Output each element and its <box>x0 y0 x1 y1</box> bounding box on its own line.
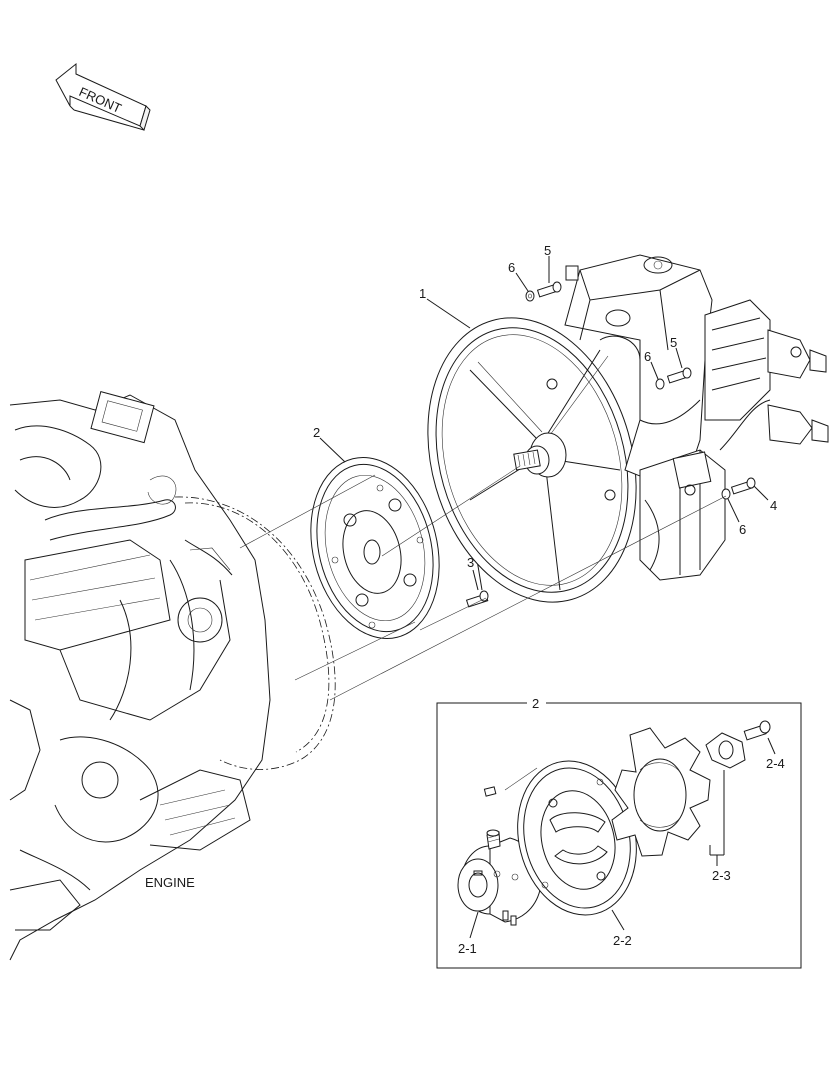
engine-label: ENGINE <box>145 875 195 890</box>
callout-1: 1 <box>419 286 426 301</box>
spider-part-2-3 <box>611 727 746 866</box>
plate-part-2-2 <box>504 760 637 916</box>
flywheel-housing-outline <box>174 496 336 770</box>
callout-6-low: 6 <box>739 522 746 537</box>
hydraulic-pump-part-1 <box>427 254 829 603</box>
washer-part-6-top <box>525 290 535 302</box>
callout-5-mid: 5 <box>670 335 677 350</box>
callout-6-top: 6 <box>508 260 515 275</box>
label-2-3: 2-3 <box>712 868 731 883</box>
washer-part-6-mid <box>655 378 665 390</box>
washer-part-6-low <box>721 488 731 500</box>
bolt-part-5-mid <box>666 367 692 384</box>
callout-5-top: 5 <box>544 243 551 258</box>
label-2-1: 2-1 <box>458 941 477 956</box>
coupling-assembly-part-2 <box>310 456 440 640</box>
label-2-4: 2-4 <box>766 756 785 771</box>
bolt-part-5-top <box>536 281 562 298</box>
callout-6-mid: 6 <box>644 349 651 364</box>
callout-4: 4 <box>770 498 777 513</box>
callout-2: 2 <box>313 425 320 440</box>
engine-assembly <box>9 391 271 961</box>
bolt-part-2-4 <box>743 720 776 755</box>
front-direction-arrow: FRONT <box>55 62 151 131</box>
detail-leaders <box>469 909 625 939</box>
detail-box-title: 2 <box>532 696 539 711</box>
callout-leaders <box>319 256 769 591</box>
callout-3: 3 <box>467 555 474 570</box>
bolt-part-4 <box>730 477 756 495</box>
label-2-2: 2-2 <box>613 933 632 948</box>
detail-box-part-2 <box>436 702 802 969</box>
assembly-lines <box>239 465 727 701</box>
